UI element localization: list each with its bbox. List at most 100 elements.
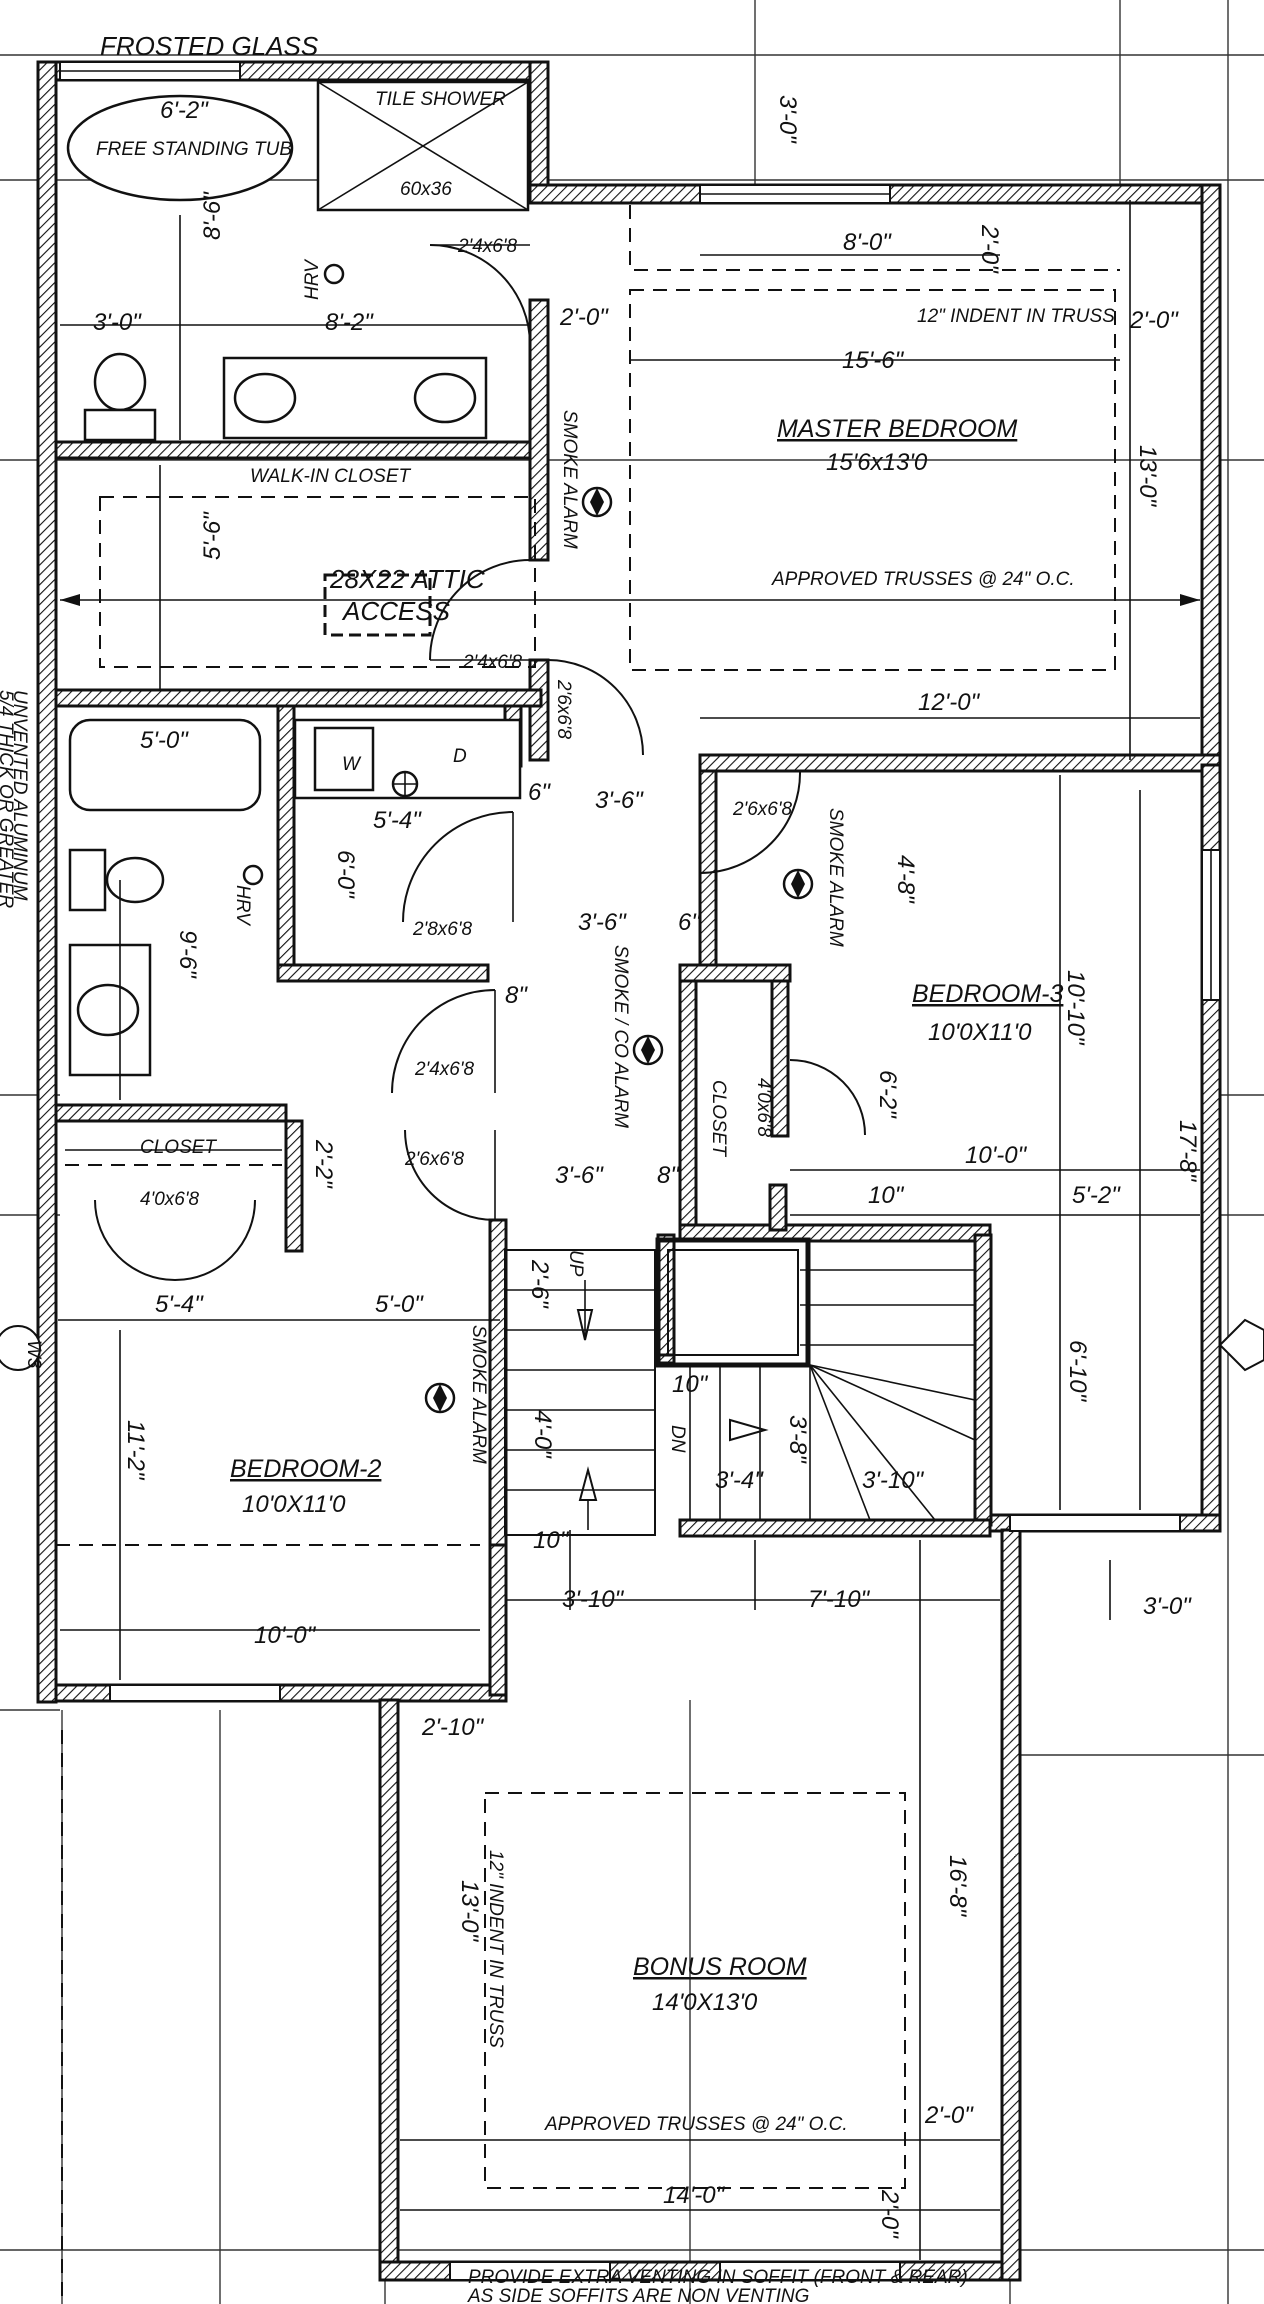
shower-label: TILE SHOWER <box>375 89 506 110</box>
dim: 5'-2" <box>1072 1182 1121 1209</box>
dim: 6'-10" <box>1064 1340 1091 1403</box>
dim: 3'-10" <box>862 1467 925 1494</box>
door-label: 4'0x6'8 <box>140 1189 199 1210</box>
tub-label: FREE STANDING TUB <box>96 139 292 160</box>
bottom-note-2: AS SIDE SOFFITS ARE NON VENTING <box>467 2286 809 2304</box>
dim: 15'-6" <box>842 347 905 374</box>
dim: 4'-8" <box>892 855 919 904</box>
dim: 10'-0" <box>965 1142 1028 1169</box>
dim: 10'-0" <box>254 1622 317 1649</box>
bedroom2-name: BEDROOM-2 <box>230 1455 382 1483</box>
alarms <box>424 486 814 1414</box>
walls <box>36 60 1222 2282</box>
dim: 7'-10" <box>808 1586 871 1613</box>
dim: 6'-0" <box>332 850 359 899</box>
dim: 10" <box>868 1182 905 1209</box>
dimension-lines <box>0 200 1264 2260</box>
truss-indents <box>56 205 1120 2189</box>
dim: 3'-6" <box>578 909 627 936</box>
dim: 17'-8" <box>1174 1120 1201 1183</box>
dim: 2'-0" <box>924 2102 974 2129</box>
bedroom3-name: BEDROOM-3 <box>912 980 1064 1008</box>
dim: 11'-2" <box>122 1420 149 1481</box>
dim: 2'-0" <box>559 304 609 331</box>
master-bedroom-size: 15'6x13'0 <box>826 449 928 476</box>
attic-label-1: 28X22 ATTIC <box>329 564 485 594</box>
dim: 3'-0" <box>1143 1593 1192 1620</box>
truss-indent-label: 12" INDENT IN TRUSS <box>485 1850 506 2048</box>
door-label: 2'8x6'8 <box>412 919 472 940</box>
dim: 8'-0" <box>843 229 892 256</box>
hrv-label: HRV <box>302 258 323 300</box>
dryer-label: D <box>453 746 467 767</box>
dim: 5'-4" <box>373 807 422 834</box>
tub-width-dim: 6'-2" <box>160 97 209 124</box>
dim: 4'-0" <box>529 1410 556 1459</box>
smoke-alarm-label: SMOKE ALARM <box>825 808 846 947</box>
doors <box>94 244 866 1281</box>
dim: 5'-0" <box>140 727 189 754</box>
door-label: 2'6x6'8 <box>553 679 574 739</box>
bedroom2-size: 10'0X11'0 <box>242 1491 346 1518</box>
dim: 8" <box>505 982 528 1009</box>
shower-size: 60x36 <box>400 179 452 200</box>
washer-label: W <box>342 754 362 775</box>
walk-in-closet-label: WALK-IN CLOSET <box>250 466 412 487</box>
bedroom3-size: 10'0X11'0 <box>928 1019 1032 1046</box>
dim: 2'-0" <box>976 224 1003 274</box>
attic-label-2: ACCESS <box>341 596 451 626</box>
dim: 14'-0" <box>663 2182 726 2209</box>
dim: 2'-10" <box>421 1714 485 1741</box>
dim: 3'-6" <box>555 1162 604 1189</box>
closet-vertical-label: CLOSET <box>708 1080 729 1157</box>
truss-indent-label: 12" INDENT IN TRUSS <box>917 306 1115 327</box>
dim: 8'-6" <box>199 191 226 240</box>
smoke-alarm-label: SMOKE ALARM <box>468 1325 489 1464</box>
door-label: 2'6x6'8 <box>404 1149 464 1170</box>
dim: 8" <box>657 1162 680 1189</box>
bonus-room-size: 14'0X13'0 <box>652 1989 758 2016</box>
dim: 2'-0" <box>876 2189 903 2239</box>
door-label: 2'4x6'8 <box>457 236 517 257</box>
dim: 13'-0" <box>1134 445 1161 508</box>
dim: 2'-6" <box>526 1259 553 1309</box>
dim: 6" <box>528 779 551 806</box>
dim: 13'-0" <box>456 1880 483 1943</box>
stairs <box>504 1237 976 1536</box>
up-label: UP <box>565 1250 586 1277</box>
side-note-1: UNVENTED ALUMINUM <box>9 690 30 901</box>
dim: 5'-4" <box>155 1291 204 1318</box>
dim: 5'-0" <box>375 1291 424 1318</box>
master-bedroom-name: MASTER BEDROOM <box>777 415 1017 443</box>
dim: 10" <box>533 1527 570 1554</box>
door-label: 2'6x6'8 <box>732 799 792 820</box>
trusses-label: APPROVED TRUSSES @ 24" O.C. <box>544 2114 848 2135</box>
dim: 8'-2" <box>325 309 374 336</box>
door-label: 4'0x6'8 <box>753 1078 774 1137</box>
dim: 6" <box>678 909 701 936</box>
dim: 5'-6" <box>199 511 226 560</box>
dn-label: DN <box>667 1425 688 1453</box>
dim: 3'-8" <box>784 1415 811 1464</box>
bathtub-2 <box>68 718 262 812</box>
door-label: 2'4x6'8 <box>462 652 522 673</box>
marker-label: W3 <box>23 1340 44 1369</box>
dim: 6'-2" <box>874 1070 901 1119</box>
windows <box>59 61 1221 2281</box>
trusses-label: APPROVED TRUSSES @ 24" O.C. <box>771 569 1075 590</box>
dim: 10" <box>672 1371 709 1398</box>
dim: 9'-6" <box>174 930 201 979</box>
dim: 2'-0" <box>1129 307 1179 334</box>
door-label: 2'4x6'8 <box>414 1059 474 1080</box>
bonus-room-name: BONUS ROOM <box>633 1953 807 1981</box>
side-note-2: 5/4 THICK OR GREATER <box>0 690 16 908</box>
dim: 3'-0" <box>774 95 801 144</box>
dim: 3'-6" <box>595 787 644 814</box>
closet-label: CLOSET <box>140 1137 217 1158</box>
dim: 16'-8" <box>944 1855 971 1918</box>
plan-text: FROSTED GLASS 6'-2" FREE STANDING TUB TI… <box>0 31 1201 2304</box>
frosted-glass-label: FROSTED GLASS <box>100 31 319 61</box>
smoke-co-label: SMOKE / CO ALARM <box>610 945 631 1128</box>
dim: 10'-10" <box>1062 970 1089 1046</box>
